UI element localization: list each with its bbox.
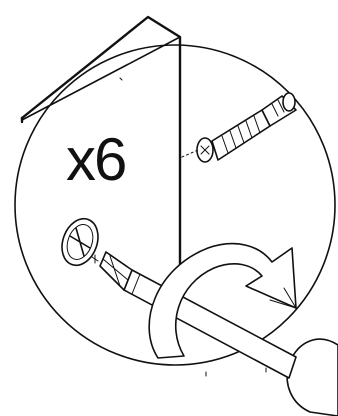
phillips-screw-icon	[197, 93, 296, 162]
screwdriver-icon	[100, 252, 338, 416]
insertion-guide-line	[182, 150, 198, 157]
phillips-screw-head-icon	[56, 214, 104, 271]
quantity-label: x6	[66, 126, 125, 193]
